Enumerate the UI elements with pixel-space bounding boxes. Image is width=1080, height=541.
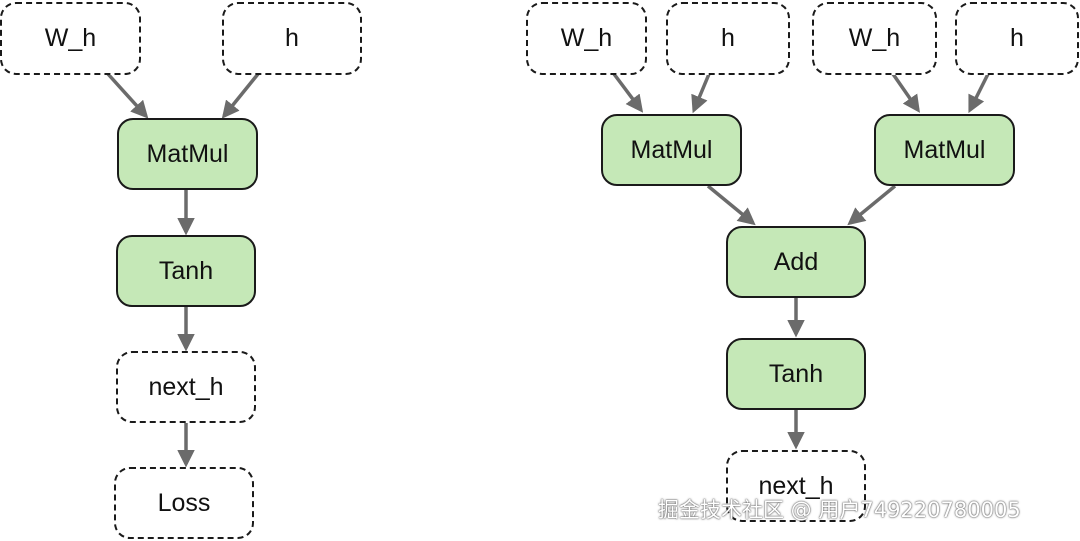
right-input-h-2-node: h: [955, 2, 1079, 75]
right-matmul-2-node: MatMul: [874, 114, 1015, 186]
left-next-h-node: next_h: [116, 351, 256, 423]
left-tanh-node: Tanh: [116, 235, 256, 307]
right-input-h-1-node: h: [666, 2, 790, 75]
edge-right-matmul1-to-add: [706, 184, 756, 226]
right-input-wh-2-node: W_h: [812, 2, 937, 75]
edge-left-h-to-matmul: [221, 72, 260, 119]
edge-right-matmul2-to-add: [847, 184, 897, 226]
right-next-h-node: next_h: [726, 450, 866, 522]
right-matmul-1-node: MatMul: [601, 114, 742, 186]
right-input-wh-1-node: W_h: [526, 2, 647, 75]
edge-right-h1-to-matmul1: [691, 73, 711, 114]
right-add-node: Add: [726, 226, 866, 298]
left-matmul-node: MatMul: [117, 118, 258, 190]
edge-left-wh-to-matmul: [106, 72, 149, 119]
edge-right-h2-to-matmul2: [968, 73, 990, 114]
edge-right-wh1-to-matmul1: [612, 72, 644, 113]
edge-right-wh2-to-matmul2: [891, 73, 920, 113]
left-loss-node: Loss: [114, 467, 254, 539]
right-tanh-node: Tanh: [726, 338, 866, 410]
watermark: 掘金技术社区 @ 用户749220780005: [658, 498, 1021, 522]
left-input-wh-node: W_h: [0, 2, 141, 75]
left-input-h-node: h: [222, 2, 362, 75]
